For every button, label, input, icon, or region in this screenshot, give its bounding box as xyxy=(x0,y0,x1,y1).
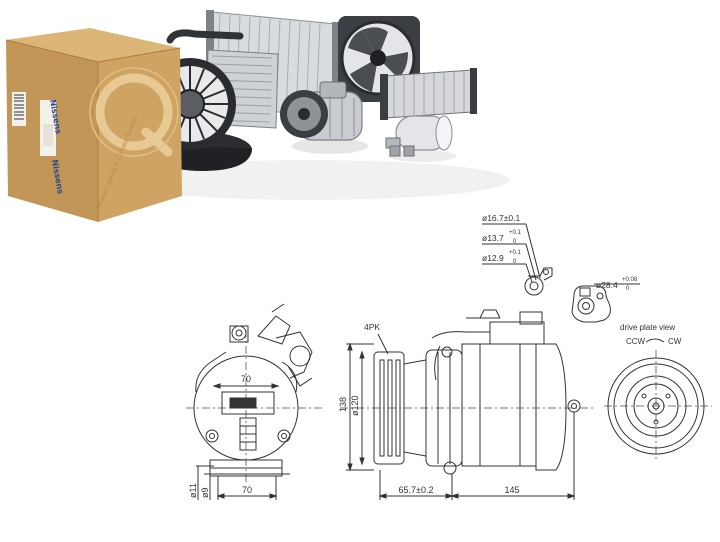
connector-dim-1: ø16.7±0.1 xyxy=(482,213,520,223)
drive-plate-cw: CW xyxy=(668,337,682,346)
front-dim-11: ø11 xyxy=(188,483,198,498)
front-dim-70-bottom: 70 xyxy=(242,485,252,495)
connector-dim-4-tol: +0.08 xyxy=(622,277,638,283)
pulley-label: 4PK xyxy=(364,322,380,332)
heater-core-icon xyxy=(380,68,477,120)
connector-dim-3: ø12.9 xyxy=(482,253,504,263)
connector-dim-4: ø28.4 xyxy=(596,280,618,290)
product-photo: Nissens Nissens Engine Cooling & Climate… xyxy=(5,10,510,222)
connector-dim-3-tol: +0.1 xyxy=(509,250,522,256)
packaging-box: Nissens Nissens Engine Cooling & Climate… xyxy=(5,28,182,222)
side-view: 138 ø120 4PK 65.7±0.2 145 xyxy=(338,309,596,500)
connector-dim-2: ø13.7 xyxy=(482,233,504,243)
front-dim-9: ø9 xyxy=(200,487,210,498)
technical-drawing: 70 70 ø11 ø9 xyxy=(186,213,712,500)
connector-dim-4-tol-lo: 0 xyxy=(626,286,630,292)
drive-plate-title: drive plate view xyxy=(620,323,675,332)
rotation-arrow-icon xyxy=(645,338,665,343)
side-dim-138: 138 xyxy=(338,397,348,412)
receiver-drier-icon xyxy=(385,115,456,162)
side-dim-120: ø120 xyxy=(350,395,360,416)
front-view: 70 70 ø11 ø9 xyxy=(186,303,322,500)
compressor-icon xyxy=(280,81,368,154)
side-dim-65: 65.7±0.2 xyxy=(399,485,434,495)
connector-dim-2-tol-lo: 0 xyxy=(513,239,517,245)
drive-plate-view: drive plate view CCW CW xyxy=(604,323,712,462)
connector-dim-3-tol-lo: 0 xyxy=(513,259,517,265)
drive-plate-ccw: CCW xyxy=(626,337,646,346)
q-watermark-icon xyxy=(89,67,179,157)
connector-details: ø16.7±0.1 ø13.7 +0.1 0 ø12.9 +0.1 0 ø28.… xyxy=(482,213,640,323)
connector-dim-2-tol: +0.1 xyxy=(509,230,522,236)
front-dim-70-top: 70 xyxy=(241,374,251,384)
side-dim-145: 145 xyxy=(504,485,519,495)
barcode-label xyxy=(12,92,56,156)
